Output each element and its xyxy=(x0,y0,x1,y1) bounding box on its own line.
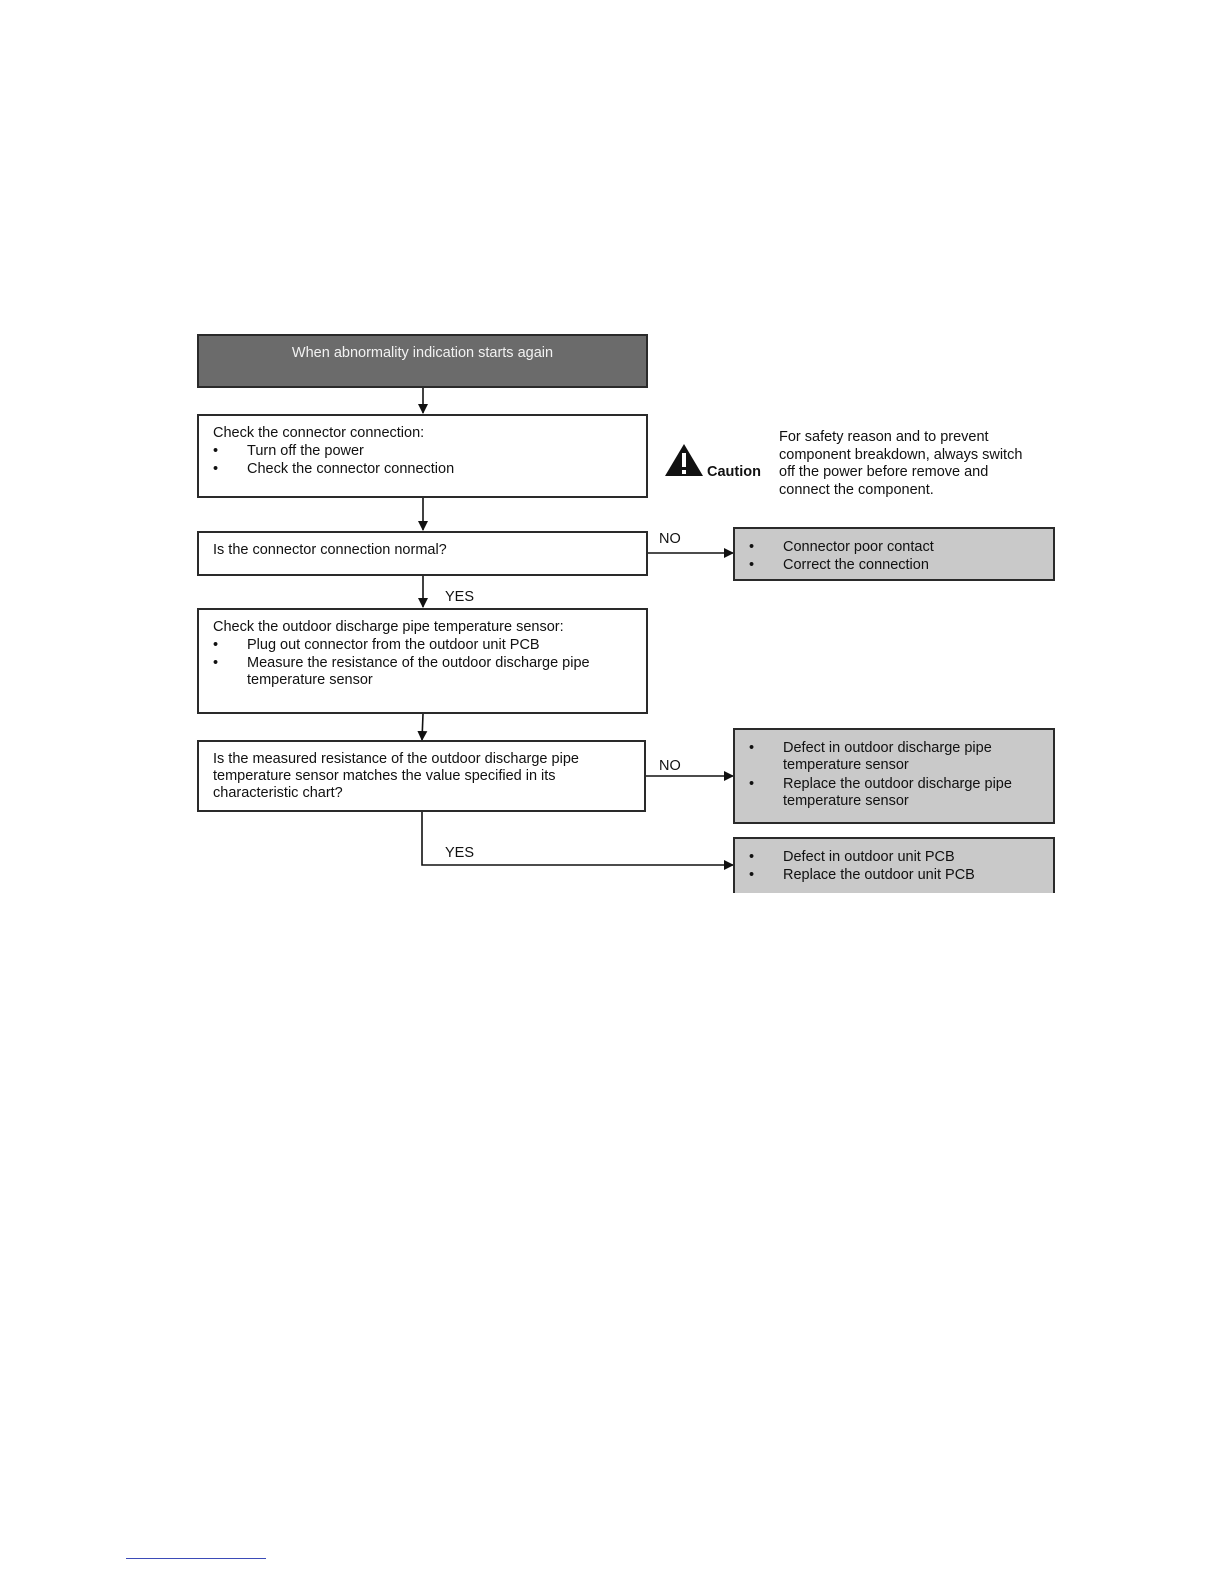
yes-label: YES xyxy=(445,845,475,861)
caution-line: off the power before remove and xyxy=(779,464,989,480)
check-connector-box: Check the connector connection: • Turn o… xyxy=(197,414,648,498)
result2-bullet-2-cont: temperature sensor xyxy=(783,793,909,809)
bullet: • xyxy=(749,849,755,865)
decision-connector-normal-text: Is the connector connection normal? xyxy=(213,542,447,558)
bullet: • xyxy=(749,539,755,555)
bullet: • xyxy=(213,443,219,459)
decision-connector-normal-box: Is the connector connection normal? xyxy=(197,531,648,576)
result2-bullet-1: Defect in outdoor discharge pipe xyxy=(783,740,992,756)
decision-resistance-line: temperature sensor matches the value spe… xyxy=(213,768,556,784)
result1-bullet-1: Connector poor contact xyxy=(783,539,934,555)
start-box: When abnormality indication starts again xyxy=(197,334,648,388)
decision-resistance-line: characteristic chart? xyxy=(213,785,343,801)
start-box-text: When abnormality indication starts again xyxy=(291,345,554,361)
bullet: • xyxy=(213,461,219,477)
step1-bullet-1: Turn off the power xyxy=(247,443,364,459)
decision-resistance-line: Is the measured resistance of the outdoo… xyxy=(213,751,579,767)
caution-label: Caution xyxy=(707,464,761,480)
step2-bullet-2-cont: temperature sensor xyxy=(247,672,373,688)
check-sensor-box: Check the outdoor discharge pipe tempera… xyxy=(197,608,648,714)
check-sensor-title: Check the outdoor discharge pipe tempera… xyxy=(213,619,564,635)
result-sensor-defect-box: • Defect in outdoor discharge pipe tempe… xyxy=(733,728,1055,824)
bullet: • xyxy=(213,637,219,653)
caution-text: For safety reason and to prevent compone… xyxy=(779,429,1022,499)
no-label: NO xyxy=(659,531,681,547)
footer-link-rule xyxy=(126,1558,266,1559)
warning-triangle-icon xyxy=(665,444,703,476)
result2-bullet-1-cont: temperature sensor xyxy=(783,757,909,773)
bullet: • xyxy=(749,557,755,573)
bullet: • xyxy=(749,867,755,883)
check-connector-title: Check the connector connection: xyxy=(213,425,425,441)
no-label: NO xyxy=(659,758,681,774)
step2-bullet-2: Measure the resistance of the outdoor di… xyxy=(247,655,590,671)
result3-bullet-2: Replace the outdoor unit PCB xyxy=(783,867,975,883)
result2-bullet-2: Replace the outdoor discharge pipe xyxy=(783,776,1012,792)
bullet: • xyxy=(213,655,219,671)
result-connector-poor-contact-box: • Connector poor contact • Correct the c… xyxy=(733,527,1055,581)
arrow-step2-to-decision2 xyxy=(417,713,428,741)
bullet: • xyxy=(749,776,755,792)
step1-bullet-2: Check the connector connection xyxy=(247,461,455,477)
caution-line: connect the component. xyxy=(779,481,934,498)
arrow-decision2-yes xyxy=(421,812,734,870)
result1-bullet-2: Correct the connection xyxy=(783,557,929,573)
bullet: • xyxy=(749,740,755,756)
caution-line: component breakdown, always switch xyxy=(779,446,1023,463)
decision-resistance-box: Is the measured resistance of the outdoo… xyxy=(197,740,646,812)
yes-label: YES xyxy=(445,589,475,605)
result-pcb-defect-box: • Defect in outdoor unit PCB • Replace t… xyxy=(733,837,1055,893)
step2-bullet-1: Plug out connector from the outdoor unit… xyxy=(247,637,540,653)
result3-bullet-1: Defect in outdoor unit PCB xyxy=(783,849,955,865)
caution-line: For safety reason and to prevent xyxy=(779,429,989,445)
